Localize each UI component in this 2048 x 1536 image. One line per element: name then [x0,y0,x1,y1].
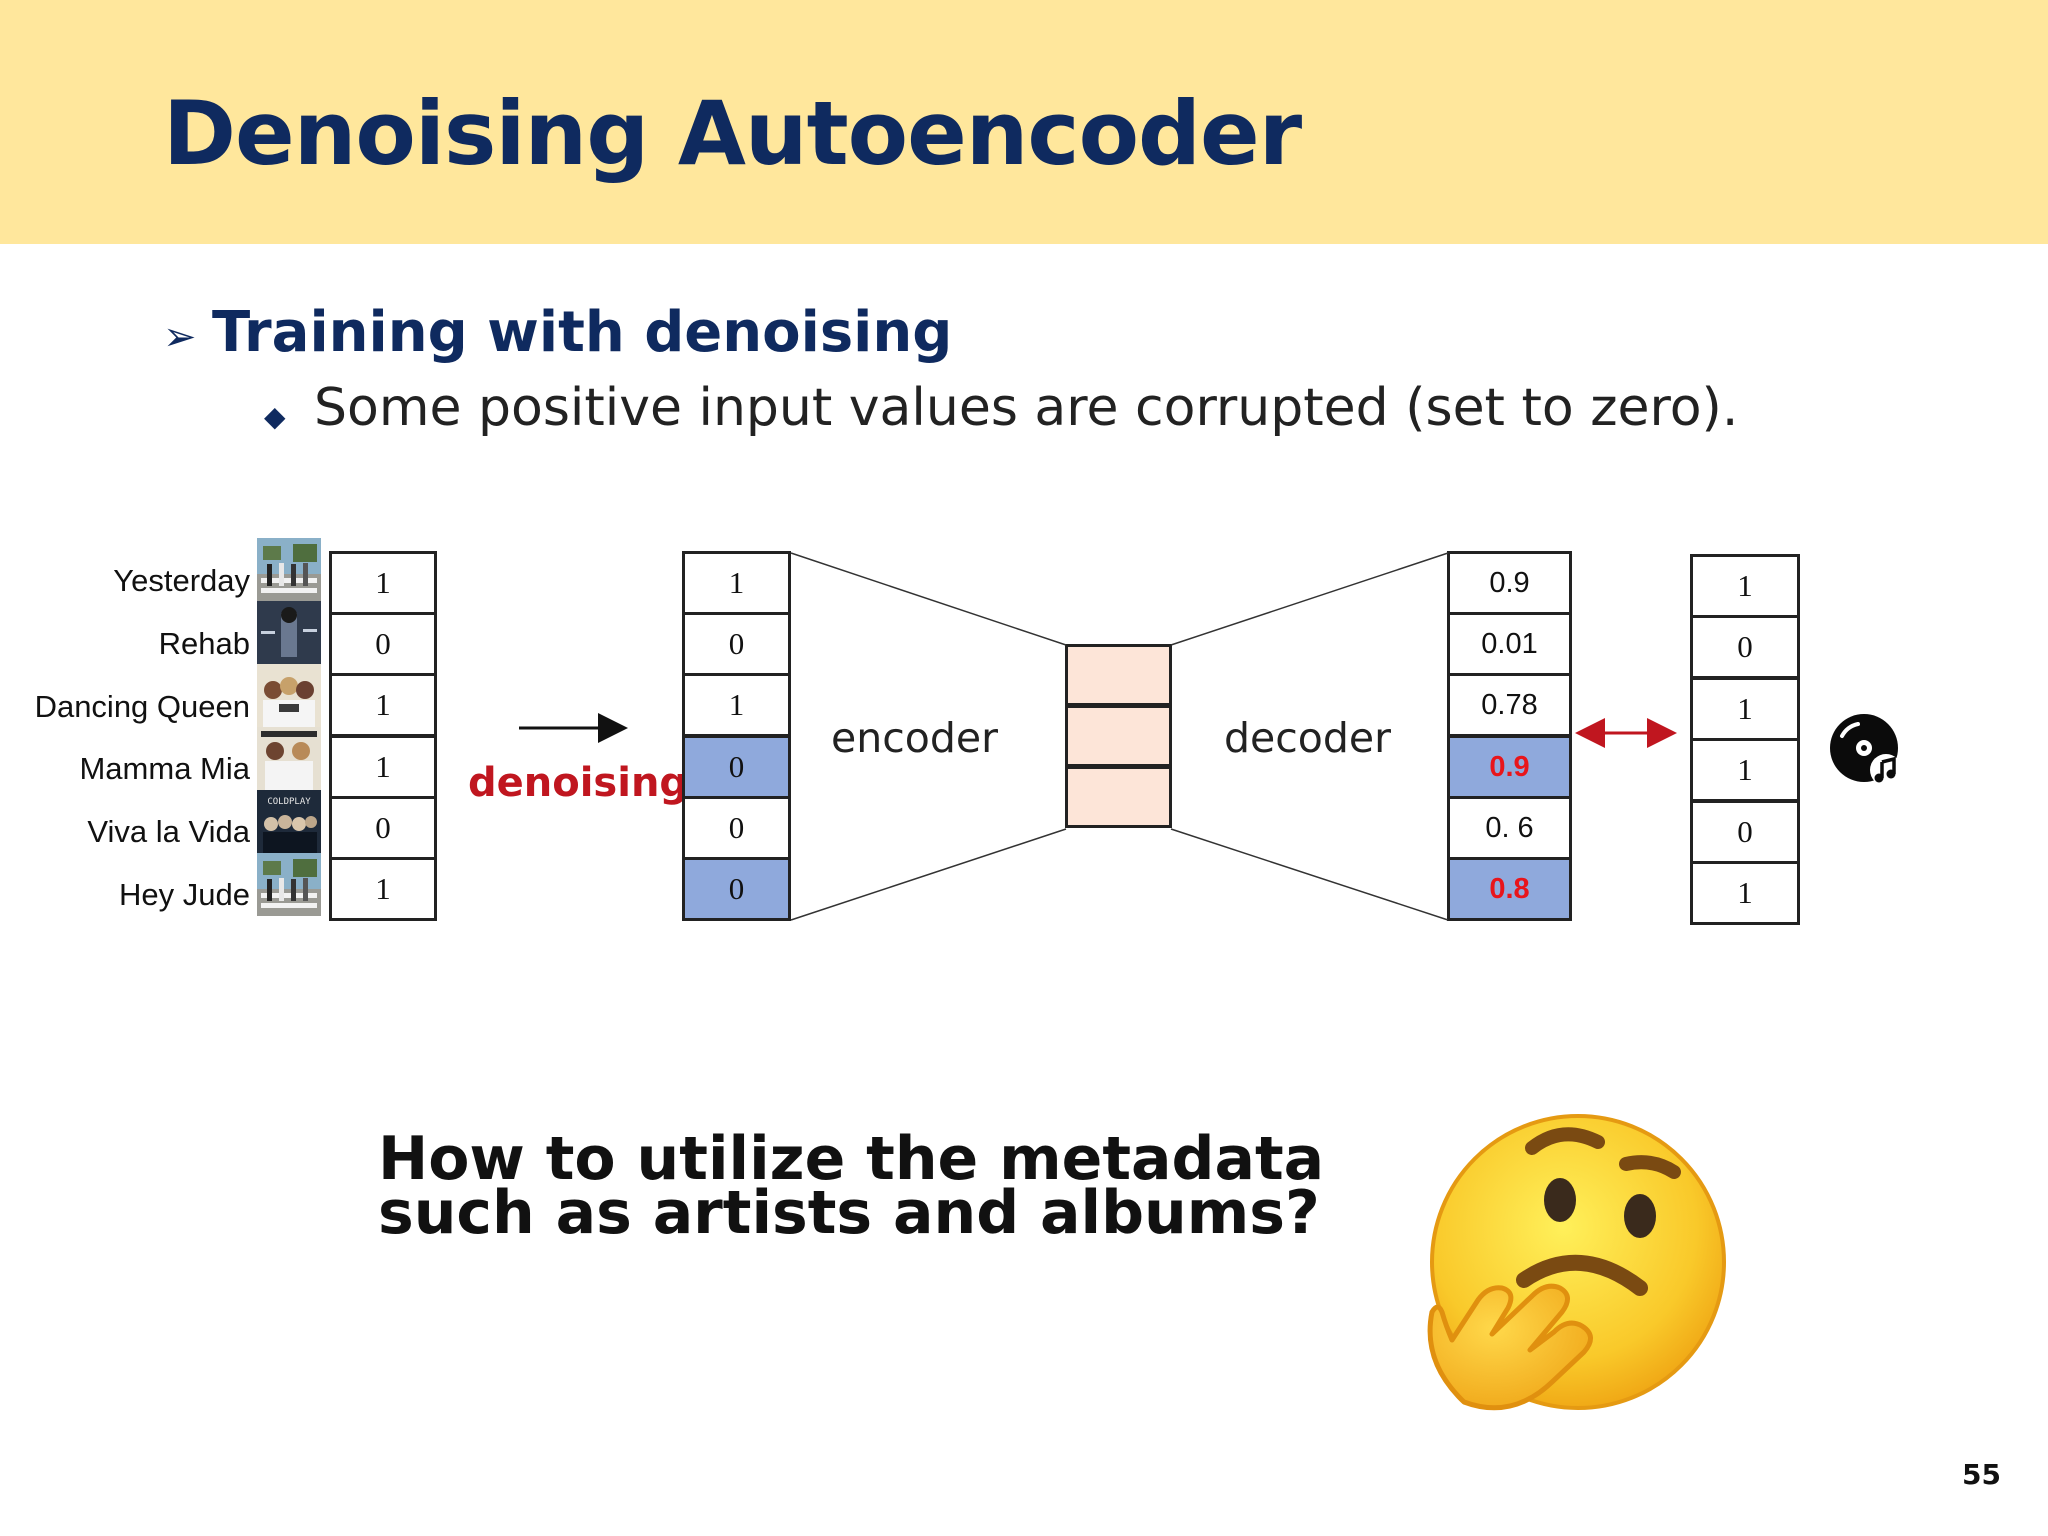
cover-band-name: COLDPLAY [267,797,311,807]
denoising-label: denoising [468,760,689,806]
latent-code-cell [1065,766,1172,828]
output-vector-cell: 0.01 [1447,612,1572,676]
album-cover-icon [257,538,321,601]
target-vector-cell: 0 [1690,615,1800,679]
output-vector-cell: 0. 6 [1447,796,1572,860]
encoder-top-edge [790,552,1067,646]
page-number: 55 [1962,1458,2001,1491]
song-label-yesterday: Yesterday [113,563,250,598]
decoder-top-edge [1170,552,1449,646]
encoder-label: encoder [831,714,998,762]
album-cover-icon [257,727,321,790]
slide-title: Denoising Autoencoder [163,82,1302,185]
input-vector-cell: 1 [329,857,437,921]
target-vector-cell: 0 [1690,800,1800,864]
input-vector-cell: 1 [329,735,437,799]
song-label-rehab: Rehab [158,626,250,661]
target-vector-cell: 1 [1690,861,1800,925]
bullet-corrupted: Some positive input values are corrupted… [314,378,1739,438]
album-cover-icon: COLDPLAY [257,790,321,853]
title-banner [0,0,2048,244]
song-label-viva-la-vida: Viva la Vida [87,814,250,849]
latent-code-cell [1065,644,1172,706]
decoder-label: decoder [1224,714,1391,762]
song-label-hey-jude: Hey Jude [119,877,250,912]
input-vector-cell: 0 [329,796,437,860]
corrupted-vector-cell: 0 [682,857,791,921]
corrupted-vector-cell: 1 [682,551,791,615]
bullet-training: Training with denoising [212,300,953,365]
corrupted-vector-cell: 1 [682,673,791,737]
diamond-bullet-icon: ◆ [264,400,286,433]
latent-code-cell [1065,705,1172,767]
album-cover-icon [257,853,321,916]
target-vector-cell: 1 [1690,554,1800,618]
album-cover-icon [257,664,321,727]
album-cover-icon [257,601,321,664]
arrow-bullet-icon: ➢ [163,314,197,360]
song-label-dancing-queen: Dancing Queen [34,689,250,724]
input-vector-cell: 1 [329,551,437,615]
output-vector-cell: 0.9 [1447,551,1572,615]
song-label-mamma-mia: Mamma Mia [79,751,250,786]
thinking-face-icon [1427,1114,1726,1411]
encoder-bottom-edge [790,828,1067,921]
input-vector-cell: 0 [329,612,437,676]
target-vector-cell: 1 [1690,738,1800,802]
metadata-question: How to utilize the metadata such as arti… [378,1124,1325,1248]
music-disc-icon [1830,714,1902,786]
decoder-bottom-edge [1170,828,1449,921]
output-vector-cell: 0.8 [1447,857,1572,921]
corrupted-vector-cell: 0 [682,735,791,799]
